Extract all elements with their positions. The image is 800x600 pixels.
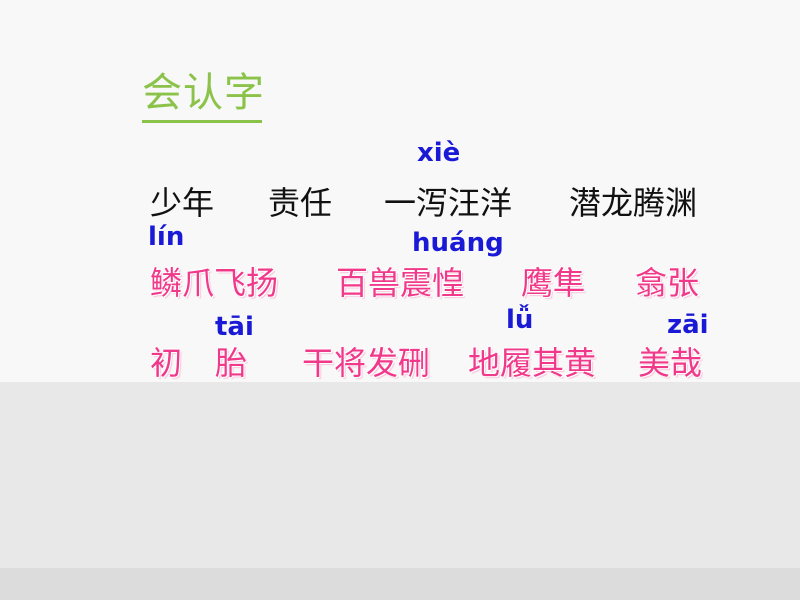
slide-upper-area [0, 0, 800, 382]
title-underline [142, 120, 262, 123]
word-yingsun: 鹰隼 [521, 264, 586, 302]
pinyin-tai: tāi [215, 312, 254, 342]
word-zeren: 责任 [268, 184, 333, 222]
word-ganjiangfaxing: 干将发硎 [302, 344, 431, 382]
pinyin-huang: huáng [412, 228, 504, 258]
word-yixiewangyang: 一泻汪洋 [384, 184, 513, 222]
word-shaonian: 少年 [150, 184, 215, 222]
slide-footer-bar [0, 568, 800, 600]
word-qianlongtengyuan: 潜龙腾渊 [569, 184, 698, 222]
word-linzhaofeiyang: 鳞爪飞扬 [150, 264, 279, 302]
word-meizai: 美哉 [638, 344, 703, 382]
word-dilvqihuang: 地履其黄 [468, 344, 597, 382]
pinyin-lv: lǚ [506, 305, 534, 335]
pinyin-xie: xiè [417, 138, 461, 168]
section-title: 会认字 [142, 70, 265, 116]
pinyin-lin: lín [148, 222, 185, 252]
word-xizhang: 翕张 [635, 264, 700, 302]
word-chu: 初 [150, 344, 183, 382]
slide-lower-area [0, 382, 800, 568]
word-tai: 胎 [215, 344, 248, 382]
word-baishouzhenhuang: 百兽震惶 [336, 264, 465, 302]
pinyin-zai: zāi [667, 310, 709, 340]
